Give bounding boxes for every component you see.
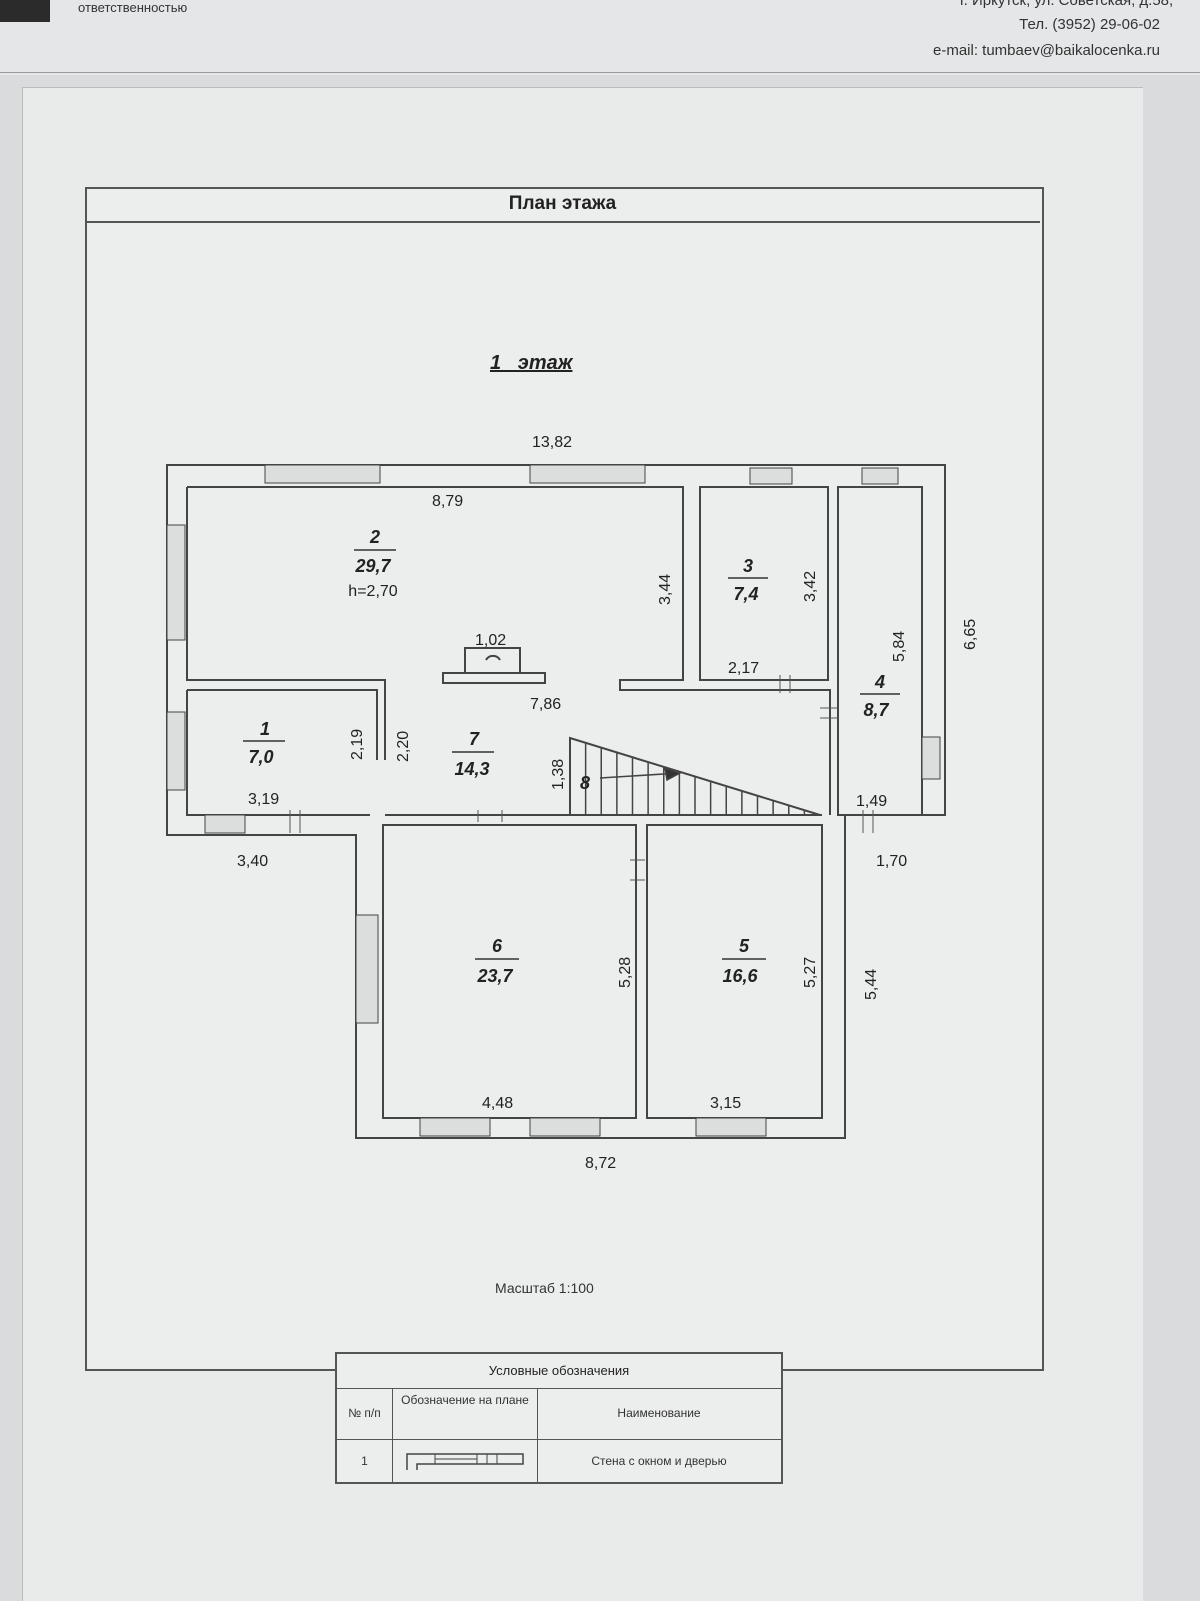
company-logo-block [0,0,50,22]
dim-right-offset: 1,70 [876,853,907,870]
window-top-room3 [749,467,793,485]
scale-label: Масштаб 1:100 [495,1280,594,1296]
wall-with-window-door-symbol [406,1453,524,1470]
stair-arrow [599,766,682,782]
room-2-height: h=2,70 [348,583,397,600]
legend-caption: Условные обозначения [337,1354,781,1389]
company-name-tail: ответственностью [78,0,188,15]
window-top-room2-b [529,464,646,484]
dimension-labels: 13,82 8,79 3,44 3,42 2,17 5,84 6,65 1,02… [237,434,979,1172]
window-top-room4 [861,467,899,485]
legend-table: Условные обозначения № п/п Обозначение н… [335,1352,783,1484]
window-left-room6 [355,914,379,1024]
room-4-number: 4 [874,672,885,692]
company-email: e-mail: tumbaev@baikalocenka.ru [933,42,1160,59]
room-2-number: 2 [369,527,380,547]
room-7-area: 14,3 [454,759,489,779]
dim-room1-width: 3,19 [248,791,279,808]
room-8-number: 8 [580,773,590,793]
legend-row-divider [337,1439,781,1440]
window-bottom-room5 [695,1117,767,1137]
dim-hall-width: 7,86 [530,696,561,713]
dim-room3-depth: 3,42 [802,571,819,602]
windows [166,464,941,1137]
dim-chimney-width: 1,02 [475,632,506,649]
legend-header-name: Наименование [617,1406,701,1420]
window-bottom-room1 [204,814,246,834]
dim-room6-depth: 5,28 [617,957,634,988]
window-top-room2-a [264,464,381,484]
company-phone: Тел. (3952) 29-06-02 [1019,16,1160,33]
room-1-area: 7,0 [248,747,273,767]
dim-room4-depth: 5,84 [891,631,908,662]
dim-stair-depth: 1,38 [550,759,567,790]
room-4-area: 8,7 [863,700,889,720]
dim-room3-width: 2,17 [728,660,759,677]
dim-annex-width: 8,72 [585,1155,616,1172]
window-left-room1 [166,711,186,791]
building-walls [166,464,946,1139]
stair-hatching [584,742,806,815]
room-labels: 2 29,7 h=2,70 3 7,4 4 8,7 1 7,0 7 14,3 8… [243,527,900,986]
dim-room2-depth: 3,44 [657,574,674,605]
legend-header-symbol: Обозначение на плане [401,1393,529,1407]
dim-room2-width: 8,79 [432,493,463,510]
floor-label: 1 этаж [490,352,573,374]
room-2-area: 29,7 [354,556,391,576]
legend-row-num: 1 [361,1454,368,1468]
legend-header-num: № п/п [348,1406,381,1420]
window-right-room4 [921,736,941,780]
room-3-area: 7,4 [733,584,758,604]
letterhead: ответственностью г. Иркутск, ул. Советск… [0,0,1200,75]
room-5-number: 5 [739,936,750,956]
room-1-number: 1 [260,719,270,739]
door-marks [289,675,874,881]
dim-annex-depth: 5,44 [863,969,880,1000]
dim-room5-depth: 5,27 [802,957,819,988]
dim-room4-width: 1,49 [856,793,887,810]
plan-title: План этажа [85,187,1040,223]
room-6-area: 23,7 [476,966,513,986]
room-6-number: 6 [492,936,503,956]
dim-room1-depth-b: 2,20 [395,731,412,762]
dim-room5-width: 3,15 [710,1095,741,1112]
room-5-area: 16,6 [722,966,758,986]
dim-left-offset: 3,40 [237,853,268,870]
legend-row-name: Стена с окном и дверью [591,1454,727,1468]
company-address: г. Иркутск, ул. Советская, д.58, [960,0,1174,9]
legend-col-divider-2 [537,1388,538,1482]
window-bottom-room6-b [529,1117,601,1137]
dim-overall-width: 13,82 [532,434,572,451]
dim-room1-depth-a: 2,19 [349,729,366,760]
dim-overall-depth-right: 6,65 [962,619,979,650]
room-7-number: 7 [469,729,480,749]
room-3-number: 3 [743,556,753,576]
legend-col-divider-1 [392,1388,393,1482]
plan-frame [85,187,1044,1371]
dim-room6-width: 4,48 [482,1095,513,1112]
window-bottom-room6-a [419,1117,491,1137]
window-left-room2 [166,524,186,641]
header-divider [0,72,1200,73]
